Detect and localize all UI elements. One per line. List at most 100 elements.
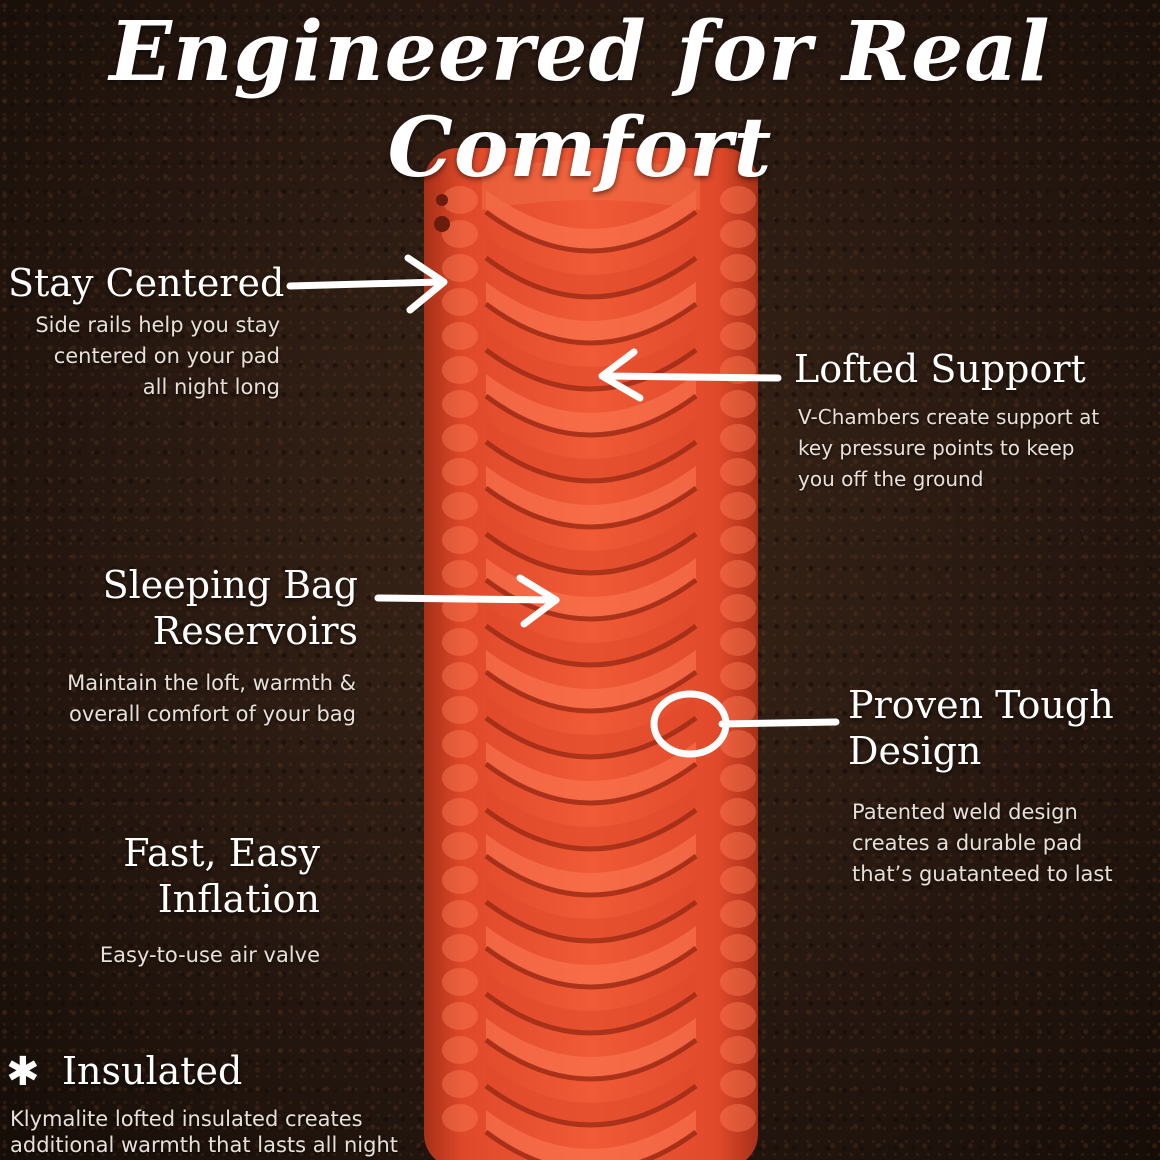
v-chamber-weld (484, 301, 698, 346)
side-rail-segment (720, 186, 756, 214)
side-rail-segment (442, 186, 478, 214)
v-chamber (486, 512, 696, 571)
v-chamber (486, 1110, 696, 1160)
side-rail-segment (720, 730, 756, 758)
desc-line: all night long (142, 375, 280, 399)
title-line: Sleeping Bag (102, 563, 358, 607)
v-chamber (486, 834, 696, 893)
side-rail-segment (442, 526, 478, 554)
v-chamber-weld (484, 945, 698, 990)
side-rail-segment (720, 254, 756, 282)
desc-line: Maintain the loft, warmth & (67, 671, 356, 695)
side-rail-segment (442, 968, 478, 996)
arrow-head-sleeping-bag (516, 574, 560, 628)
side-rail-segment (442, 424, 478, 452)
side-rail-segment (442, 254, 478, 282)
desc-line: additional warmth that lasts all night (10, 1133, 398, 1157)
v-chamber (486, 696, 696, 755)
title-sleeping-bag-reservoirs: Sleeping Bag Reservoirs (0, 562, 358, 654)
v-chamber (486, 650, 696, 709)
v-chamber-weld (484, 1083, 698, 1128)
logo-mark (436, 194, 448, 206)
v-chamber-weld (484, 393, 698, 438)
side-rail-segment (720, 424, 756, 452)
asterisk-star-icon: ✱ (6, 1049, 40, 1095)
side-rail-segment (442, 356, 478, 384)
side-rail-segment (442, 288, 478, 316)
side-rail-segment (442, 1070, 478, 1098)
desc-line: that’s guatanteed to last (852, 862, 1113, 886)
side-rail-segment (720, 696, 756, 724)
v-chamber (486, 742, 696, 801)
v-chamber-weld (484, 623, 698, 668)
side-rail-segment (442, 1002, 478, 1030)
v-chamber-weld (484, 1129, 698, 1160)
side-rail-segment (720, 662, 756, 690)
arrow-lofted-support (600, 372, 782, 382)
title-insulated: Insulated (62, 1049, 243, 1093)
headline: Engineered for Real Comfort (109, 4, 1051, 196)
pad-v-chambers (484, 190, 698, 1160)
side-rail-segment (720, 560, 756, 588)
side-rail-segment (720, 934, 756, 962)
line-proven-tough (718, 718, 840, 728)
side-rail-segment (720, 798, 756, 826)
title-fast-easy-inflation: Fast, Easy Inflation (0, 830, 320, 922)
title-line: Design (848, 729, 982, 773)
side-rail-segment (720, 288, 756, 316)
arrow-stay-centered (286, 278, 444, 290)
v-chamber-weld (484, 439, 698, 484)
v-chamber-weld (484, 1037, 698, 1082)
v-chamber-weld (484, 209, 698, 254)
title-line: Inflation (157, 877, 320, 921)
desc-line: you off the ground (798, 467, 984, 491)
v-chamber (486, 1064, 696, 1123)
side-rail-segment (720, 594, 756, 622)
pad-side-rails (442, 186, 756, 1132)
desc-line: Side rails help you stay (35, 313, 280, 337)
v-chamber (486, 788, 696, 847)
side-rail-segment (720, 1070, 756, 1098)
title-line: Proven Tough (848, 683, 1114, 727)
v-chamber (486, 880, 696, 939)
v-chamber-weld (484, 485, 698, 530)
v-chamber (486, 604, 696, 663)
v-chamber-weld (484, 761, 698, 806)
desc-line: Patented weld design (852, 800, 1078, 824)
v-chamber (486, 1018, 696, 1077)
side-rail-segment (442, 390, 478, 418)
valve-icon (434, 216, 450, 232)
side-rail-segment (442, 934, 478, 962)
title-proven-tough-design: Proven Tough Design (848, 682, 1114, 774)
side-rail-segment (442, 832, 478, 860)
circle-weld-highlight (650, 690, 730, 758)
v-chamber-weld (484, 853, 698, 898)
side-rail-segment (720, 866, 756, 894)
side-rail-segment (442, 900, 478, 928)
side-rail-segment (442, 220, 478, 248)
desc-fast-easy-inflation: Easy-to-use air valve (0, 940, 320, 971)
v-chamber-weld (484, 991, 698, 1036)
side-rail-segment (442, 866, 478, 894)
side-rail-segment (720, 492, 756, 520)
v-chamber-weld (484, 807, 698, 852)
side-rail-segment (442, 662, 478, 690)
v-chamber (486, 374, 696, 433)
title-stay-centered: Stay Centered (8, 261, 285, 305)
side-rail-segment (720, 968, 756, 996)
desc-stay-centered: Side rails help you stay centered on you… (0, 310, 280, 403)
v-chamber (486, 420, 696, 479)
desc-line: key pressure points to keep (798, 436, 1075, 460)
side-rail-segment (442, 492, 478, 520)
side-rail-segment (442, 696, 478, 724)
side-rail-segment (720, 220, 756, 248)
v-chamber (486, 466, 696, 525)
v-chamber-weld (484, 899, 698, 944)
side-rail-segment (720, 390, 756, 418)
v-chamber-weld (484, 715, 698, 760)
side-rail-segment (720, 322, 756, 350)
side-rail-segment (720, 764, 756, 792)
side-rail-segment (720, 1002, 756, 1030)
side-rail-segment (442, 764, 478, 792)
